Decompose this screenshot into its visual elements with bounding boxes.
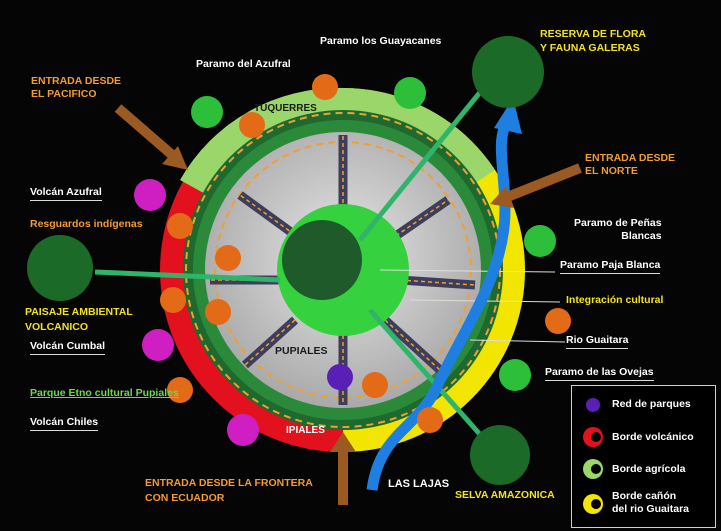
magenta-nodes <box>134 179 259 446</box>
label-ipiales: IPIALES <box>286 425 325 436</box>
center-dark-circle <box>282 220 362 300</box>
label-selva: SELVA AMAZONICA <box>455 489 555 501</box>
label-rio-guaitara: Rio Guaitara <box>566 334 629 349</box>
label-volcan-chiles: Volcán Chiles <box>30 416 99 431</box>
legend-purple-dot-icon <box>586 398 600 412</box>
river-arrow-icon <box>366 117 513 491</box>
arrow-frontera-icon <box>330 432 356 505</box>
label-paramo-azufral: Paramo del Azufral <box>196 58 291 70</box>
label-parque-etno: Parque Etno cultural Pupiales <box>30 387 179 399</box>
legend-yellow-arc-icon <box>583 494 603 514</box>
orange-nodes <box>160 74 571 433</box>
label-entrada-pacifico: ENTRADA DESDE EL PACIFICO <box>31 75 122 100</box>
arrow-norte-icon <box>490 163 582 208</box>
green-nodes <box>27 36 556 485</box>
connectors <box>94 78 494 450</box>
legend-green-arc-icon <box>583 459 603 479</box>
label-tuquerres: TUQUERRES <box>254 103 317 114</box>
label-paisaje: PAISAJE AMBIENTAL VOLCANICO <box>25 306 133 333</box>
legend-row-parques: Red de parques <box>572 392 715 418</box>
label-entrada-frontera: ENTRADA DESDE LA FRONTERA CON ECUADOR <box>145 477 313 504</box>
label-las-lajas: LAS LAJAS <box>388 478 450 490</box>
label-reserva-galeras: RESERVA DE FLORA Y FAUNA GALERAS <box>540 28 646 54</box>
purple-node <box>327 364 353 390</box>
label-volcan-cumbal: Volcán Cumbal <box>30 340 106 355</box>
legend-borde-canon: Borde cañón del rio Guaitara <box>612 490 690 515</box>
label-pupiales: PUPIALES <box>275 345 328 357</box>
label-paramo-guayacanes: Paramo los Guayacanes <box>320 35 442 47</box>
dashed-ring-outer <box>185 112 501 428</box>
label-paramo-paja: Paramo Paja Blanca <box>560 259 661 274</box>
legend-row-canon: Borde cañón del rio Guaitara <box>572 488 715 522</box>
legend-red-parques: Red de parques <box>612 398 691 410</box>
legend: Red de parques Borde volcánico Borde agr… <box>571 385 716 528</box>
legend-borde-volcanico: Borde volcánico <box>612 431 694 443</box>
label-integracion: Integración cultural <box>566 294 664 306</box>
label-resguardos: Resguardos indígenas <box>30 218 143 230</box>
arrow-pacifico-icon <box>114 104 188 170</box>
legend-borde-agricola: Borde agrícola <box>612 463 686 475</box>
label-paramo-ovejas: Paramo de las Ovejas <box>545 366 654 381</box>
label-paramo-penas: Paramo de Peñas Blancas <box>574 217 662 242</box>
legend-row-agricola: Borde agrícola <box>572 456 715 482</box>
label-volcan-azufral: Volcán Azufral <box>30 186 102 201</box>
legend-row-volcanico: Borde volcánico <box>572 424 715 450</box>
label-entrada-norte: ENTRADA DESDE EL NORTE <box>585 152 676 177</box>
legend-red-arc-icon <box>583 427 603 447</box>
